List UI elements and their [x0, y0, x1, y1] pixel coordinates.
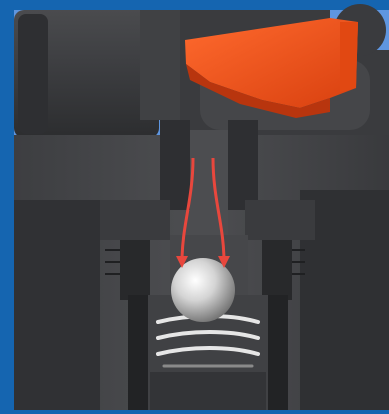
- check-ball: [171, 258, 235, 322]
- left-pipe: [14, 10, 180, 138]
- spring-seat: [150, 372, 266, 410]
